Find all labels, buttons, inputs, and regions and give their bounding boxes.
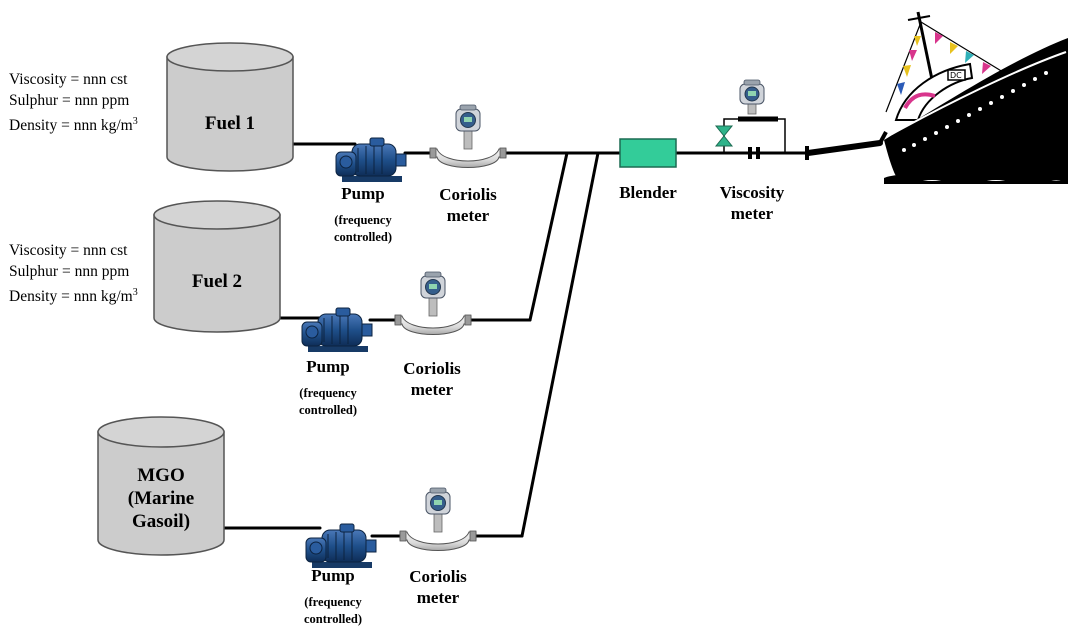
pump-note: (frequency controlled): [288, 594, 378, 628]
tank-fuel2: [153, 200, 281, 333]
coriolis-label: Coriolis meter: [396, 566, 480, 608]
pump-note-line1: (frequency: [299, 386, 357, 400]
tank-fuel1: [166, 42, 294, 172]
pump-note: (frequency controlled): [318, 212, 408, 246]
fuel1-density: Density = nnn kg/m: [9, 117, 133, 135]
svg-text:DC: DC: [950, 71, 962, 80]
fuel1-viscosity: Viscosity = nnn cst: [9, 71, 128, 88]
fuel1-specs: Viscosity = nnn cst Sulphur = nnn ppm De…: [9, 69, 138, 136]
fuel1-density-unit-sup: 3: [132, 116, 138, 127]
coriolis-label: Coriolis meter: [390, 358, 474, 400]
pump-note: (frequency controlled): [283, 385, 373, 419]
coriolis-label-line2: meter: [416, 588, 460, 607]
pump-note-line2: controlled): [333, 230, 393, 244]
coriolis-label-line1: Coriolis: [439, 185, 497, 204]
coriolis-meter-icon: [394, 271, 472, 335]
pump-note-line1: (frequency: [304, 595, 362, 609]
pump-label: Pump: [311, 566, 355, 585]
coriolis-meter-icon: [399, 487, 477, 551]
fuel1-sulphur: Sulphur = nnn ppm: [9, 92, 130, 109]
pump-label: Pump: [341, 184, 385, 203]
coriolis-meter-icon: [429, 104, 507, 168]
fuel2-viscosity: Viscosity = nnn cst: [9, 242, 128, 259]
viscosity-meter-label: Viscosity meter: [706, 182, 798, 224]
tank-label-fuel1: Fuel 1: [204, 113, 256, 134]
valve-icon: [714, 125, 734, 147]
coriolis-label-line2: meter: [410, 380, 454, 399]
coriolis-label-line1: Coriolis: [409, 567, 467, 586]
flange-icon: [748, 146, 809, 160]
tank-label-mgo-line2: (Marine: [127, 488, 195, 509]
ship-icon: DC: [884, 11, 1068, 184]
hose-end: [878, 131, 888, 144]
pump-icon: [301, 307, 373, 353]
viscosity-meter-icon: [723, 79, 786, 153]
pump-note-line2: controlled): [298, 403, 358, 417]
loading-hose: [805, 140, 883, 156]
viscosity-meter-label-line2: meter: [730, 204, 774, 223]
viscosity-meter-label-line1: Viscosity: [719, 183, 785, 202]
blender-icon: [619, 138, 677, 168]
fuel2-sulphur: Sulphur = nnn ppm: [9, 263, 130, 280]
tank-label-mgo: MGO (Marine Gasoil): [111, 464, 211, 533]
coriolis-label-line2: meter: [446, 206, 490, 225]
coriolis-label: Coriolis meter: [426, 184, 510, 226]
pipe-network: [222, 142, 810, 538]
tank-label-mgo-line1: MGO: [137, 465, 185, 486]
coriolis-label-line1: Coriolis: [403, 359, 461, 378]
fuel2-specs: Viscosity = nnn cst Sulphur = nnn ppm De…: [9, 240, 138, 307]
pump-note-line1: (frequency: [334, 213, 392, 227]
pump-note-line2: controlled): [303, 612, 363, 626]
tank-label-mgo-line3: Gasoil): [131, 511, 191, 532]
blender-label: Blender: [619, 183, 677, 202]
fuel2-density-unit-sup: 3: [132, 287, 138, 298]
tank-label-fuel2: Fuel 2: [191, 271, 243, 292]
pump-icon: [305, 523, 377, 569]
tank-mgo: [97, 416, 225, 556]
pump-label: Pump: [306, 357, 350, 376]
fuel2-density: Density = nnn kg/m: [9, 288, 133, 306]
